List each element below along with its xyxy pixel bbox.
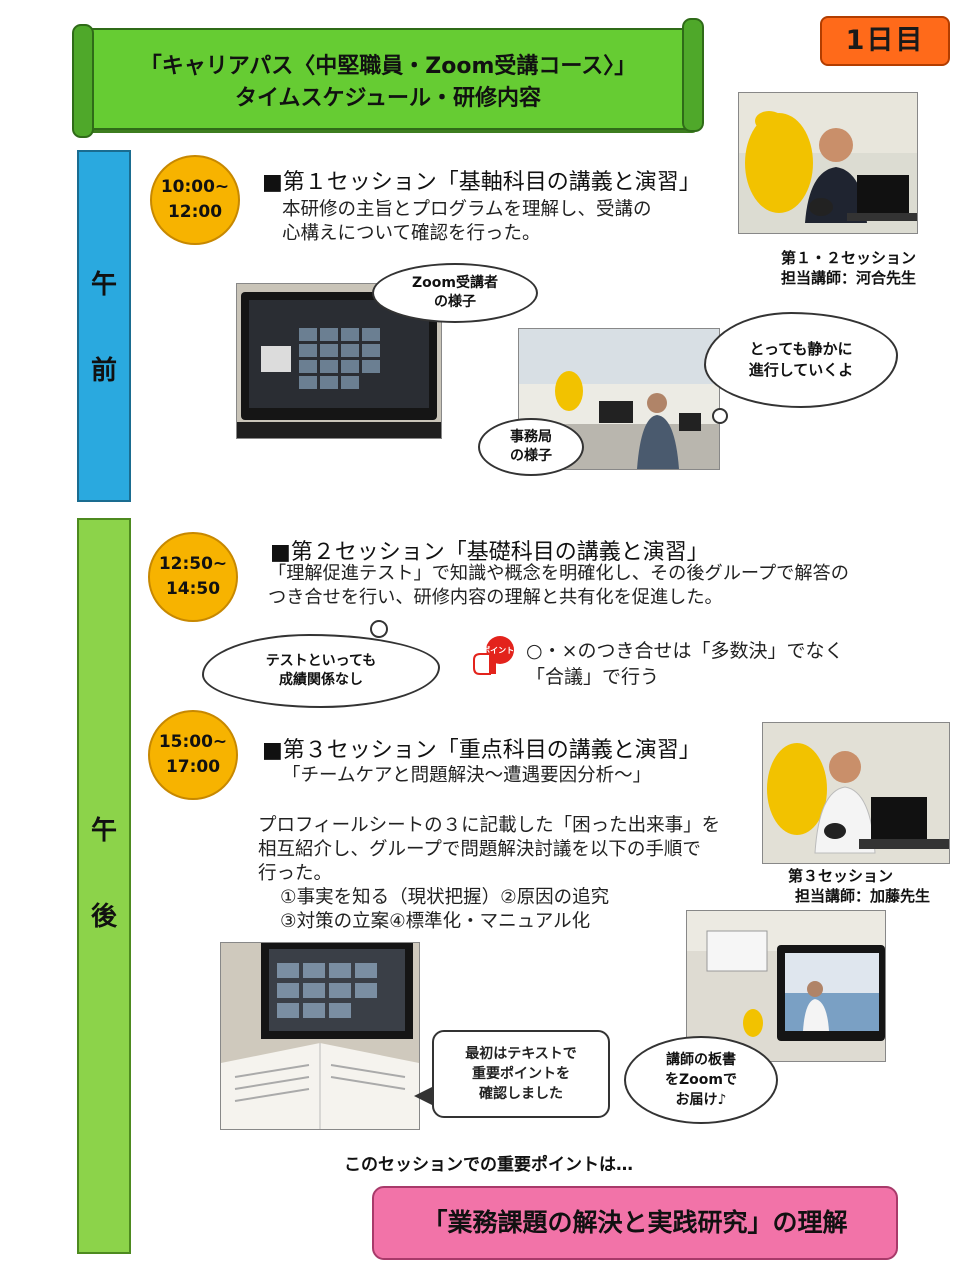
session1-instructor-caption: 第１・２セッション 担当講師：河合先生 <box>748 248 916 288</box>
point-line1: ○・×のつき合せは「多数決」でなく <box>526 640 844 662</box>
session2-body-line2: つき合せを行い、研修内容の理解と共有化を促進した。 <box>268 587 723 608</box>
session1-time: 10:00~ 12:00 <box>150 155 240 245</box>
session3-subtitle: 「チームケアと問題解決～遭遇要因分析～」 <box>282 765 652 786</box>
session3-time-end: 17:00 <box>165 757 221 777</box>
board-bubble-line1: 講師の板書 <box>666 1052 736 1068</box>
callout-line2: 重要ポイントを <box>472 1066 570 1082</box>
banner-scroll-right <box>682 18 704 132</box>
banner-title-line2: タイムスケジュール・研修内容 <box>234 86 542 111</box>
caption1-line1: 第１・２セッション <box>780 249 916 267</box>
morning-char-1: 午 <box>90 270 117 300</box>
zoom-participants-bubble: Zoom受講者 の様子 <box>372 263 538 323</box>
morning-bar: 午 前 <box>77 150 131 502</box>
test-note-cloud: テストといっても 成績関係なし <box>202 634 440 708</box>
session1-time-end: 12:00 <box>167 202 223 222</box>
session2-heading: ■第２セッション「基礎科目の講義と演習」 <box>270 540 709 565</box>
board-bubble-line3: お届け♪ <box>675 1092 727 1108</box>
caption3-line2: 担当講師：加藤先生 <box>794 887 930 905</box>
test-cloud-tail-dot <box>370 620 388 638</box>
board-bubble-line2: をZoomで <box>665 1072 737 1088</box>
session1-time-start: 10:00~ <box>160 177 230 197</box>
banner-scroll-left <box>72 24 94 138</box>
session3-body-line4: ①事実を知る（現状把握）②原因の追究 <box>280 887 610 908</box>
zoom-bubble-line1: Zoom受講者 <box>412 275 498 291</box>
session2-time-end: 14:50 <box>165 579 221 599</box>
session3-body-line2: 相互紹介し、グループで問題解決討議を以下の手順で <box>258 839 701 860</box>
zoom-bubble-line2: の様子 <box>434 294 476 310</box>
session2-point: ○・×のつき合せは「多数決」でなく 「合議」で行う <box>526 638 844 690</box>
morning-char-2: 前 <box>90 356 117 386</box>
session1-body: 本研修の主旨とプログラムを理解し、受講の 心構えについて確認を行った。 <box>282 198 651 246</box>
quiet-cloud-line2: 進行していくよ <box>748 361 854 379</box>
office-bubble-line1: 事務局 <box>510 429 552 445</box>
session2-time: 12:50~ 14:50 <box>148 532 238 622</box>
whiteboard-zoom-photo <box>686 910 886 1062</box>
callout-pointer <box>414 1086 434 1106</box>
session3-body-line5: ③対策の立案④標準化・マニュアル化 <box>280 911 591 932</box>
key-point-box: 「業務課題の解決と実践研究」の理解 <box>372 1186 898 1260</box>
whiteboard-bubble: 講師の板書 をZoomで お届け♪ <box>624 1036 778 1124</box>
session2-body-line1: 「理解促進テスト」で知識や概念を明確化し、その後グループで解答の <box>268 563 849 584</box>
caption1-line2: 担当講師：河合先生 <box>780 269 916 287</box>
callout-line3: 確認しました <box>479 1086 563 1102</box>
office-bubble: 事務局 の様子 <box>478 418 584 476</box>
point-badge-icon: ポイント! <box>470 634 518 680</box>
instructor-photo-1 <box>738 92 918 234</box>
afternoon-bar: 午 後 <box>77 518 131 1254</box>
session1-heading: ■第１セッション「基軸科目の講義と演習」 <box>262 170 701 195</box>
session3-instructor-caption: 第３セッション 担当講師：加藤先生 <box>752 866 930 906</box>
zoom-participants-photo <box>236 283 442 439</box>
office-bubble-line2: の様子 <box>510 448 552 464</box>
session3-time-start: 15:00~ <box>158 732 228 752</box>
session3-time: 15:00~ 17:00 <box>148 710 238 800</box>
test-cloud-line1: テストといっても <box>265 653 377 669</box>
banner-title-line1: 「キャリアパス〈中堅職員・Zoom受講コース〉」 <box>139 54 637 79</box>
title-banner: 「キャリアパス〈中堅職員・Zoom受講コース〉」 タイムスケジュール・研修内容 <box>72 18 704 138</box>
point-line2: 「合議」で行う <box>526 666 660 688</box>
session3-body: プロフィールシートの３に記載した「困った出来事」を 相互紹介し、グループで問題解… <box>258 814 764 934</box>
quiet-progress-cloud: とっても静かに 進行していくよ <box>704 312 898 408</box>
session2-time-start: 12:50~ <box>158 554 228 574</box>
quiet-cloud-line1: とっても静かに <box>749 340 853 358</box>
test-cloud-line2: 成績関係なし <box>279 672 363 688</box>
session3-body-line3: 行った。 <box>258 863 333 884</box>
caption3-line1: 第３セッション <box>788 867 894 885</box>
key-point-lead: このセッションでの重要ポイントは… <box>344 1155 633 1175</box>
callout-line1: 最初はテキストで <box>465 1046 577 1062</box>
session2-body: 「理解促進テスト」で知識や概念を明確化し、その後グループで解答の つき合せを行い… <box>268 562 849 610</box>
afternoon-char-2: 後 <box>90 902 117 932</box>
session3-heading: ■第３セッション「重点科目の講義と演習」 <box>262 738 701 763</box>
textbook-photo <box>220 942 420 1130</box>
instructor-photo-3 <box>762 722 950 864</box>
session1-body-line1: 本研修の主旨とプログラムを理解し、受講の <box>282 199 652 220</box>
day-badge: 1日目 <box>820 16 950 66</box>
point-badge-label: ポイント! <box>482 645 516 655</box>
session1-body-line2: 心構えについて確認を行った。 <box>282 223 541 244</box>
office-photo <box>518 328 720 470</box>
afternoon-char-1: 午 <box>90 816 117 846</box>
quiet-cloud-tail-dot <box>712 408 728 424</box>
textbook-callout: 最初はテキストで 重要ポイントを 確認しました <box>432 1030 610 1118</box>
session3-body-line1: プロフィールシートの３に記載した「困った出来事」を <box>258 815 721 836</box>
